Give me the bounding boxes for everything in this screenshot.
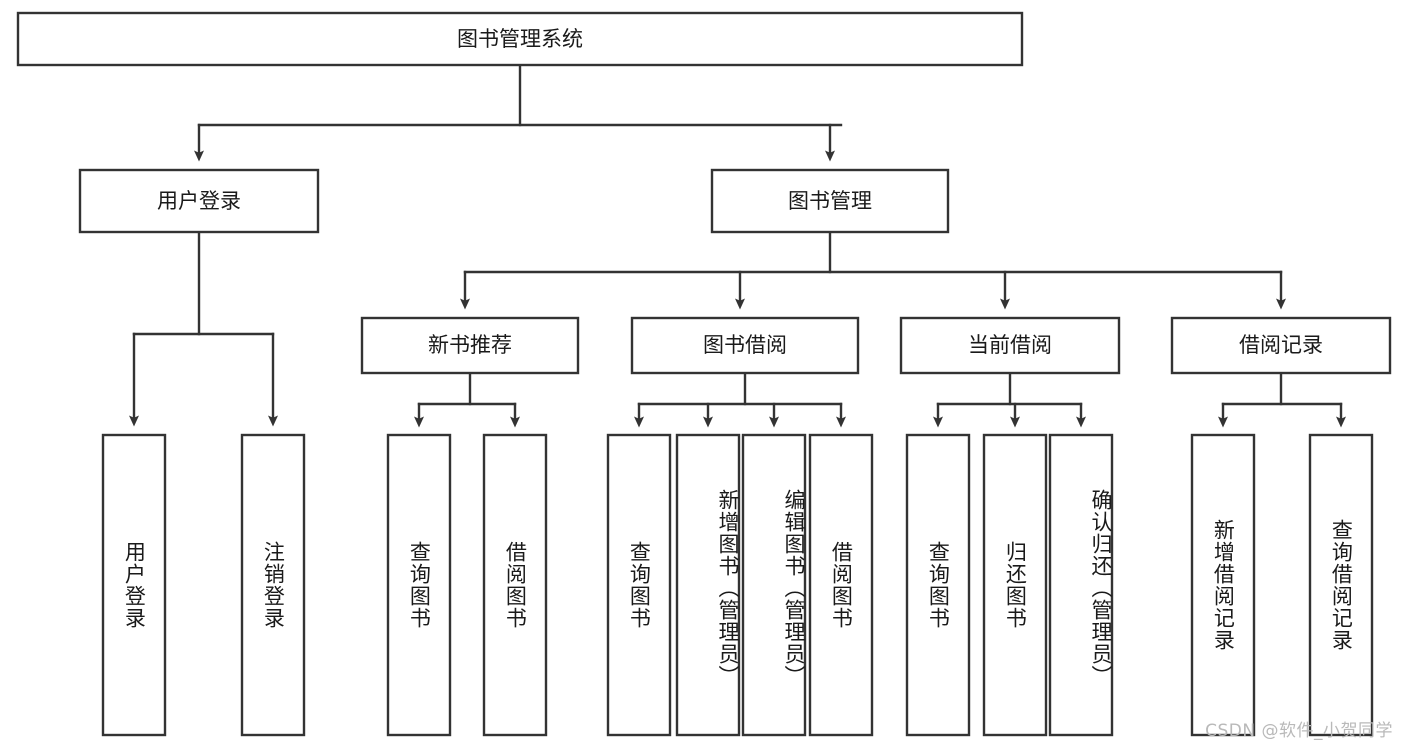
leaf-logout-login-box[interactable] — [240, 433, 306, 737]
leaf-query-book-1-box[interactable] — [386, 433, 452, 737]
leaf-boxes — [101, 433, 1374, 737]
node-book-borrow-label: 图书借阅 — [703, 333, 787, 357]
node-root-label: 图书管理系统 — [457, 27, 583, 51]
leaf-query-borrow-record-box[interactable] — [1308, 433, 1374, 737]
node-book-borrow-box[interactable] — [630, 316, 860, 375]
connector-group-borrow-record — [1218, 371, 1346, 428]
leaf-confirm-return-admin-box[interactable] — [1048, 433, 1114, 737]
connector-group-current-borrow — [933, 371, 1086, 428]
leaf-borrow-book-2-box[interactable] — [808, 433, 874, 737]
node-new-book-recommend[interactable]: 新书推荐 — [360, 316, 580, 375]
node-book-borrow[interactable]: 图书借阅 — [630, 316, 860, 375]
node-new-book-recommend-box[interactable] — [360, 316, 580, 375]
connector-group-new-book-recommend — [414, 371, 520, 428]
node-borrow-record-box[interactable] — [1170, 316, 1392, 375]
leaf-user-login-box[interactable] — [101, 433, 167, 737]
leaf-query-book-2-box[interactable] — [606, 433, 672, 737]
leaf-query-book-3-box[interactable] — [905, 433, 971, 737]
node-borrow-record-label: 借阅记录 — [1239, 333, 1323, 357]
node-book-management-label: 图书管理 — [788, 189, 872, 213]
leaf-return-book-box[interactable] — [982, 433, 1048, 737]
node-user-login-label: 用户登录 — [157, 189, 241, 213]
connector-group-user-login — [129, 230, 278, 427]
node-new-book-recommend-label: 新书推荐 — [428, 333, 512, 357]
node-current-borrow-label: 当前借阅 — [968, 333, 1052, 357]
node-current-borrow[interactable]: 当前借阅 — [899, 316, 1121, 375]
connector-group-book-borrow — [634, 371, 846, 428]
csdn-watermark: CSDN @软件_小贺同学 — [1205, 721, 1393, 741]
leaf-add-book-admin-box[interactable] — [675, 433, 741, 737]
node-root[interactable]: 图书管理系统 — [16, 11, 1024, 67]
node-book-management-box[interactable] — [710, 168, 950, 234]
node-book-management[interactable]: 图书管理 — [710, 168, 950, 234]
leaf-add-borrow-record-box[interactable] — [1190, 433, 1256, 737]
node-root-box[interactable] — [16, 11, 1024, 67]
node-user-login[interactable]: 用户登录 — [78, 168, 320, 234]
connector-group-book-management — [460, 230, 1286, 310]
node-borrow-record[interactable]: 借阅记录 — [1170, 316, 1392, 375]
connector-group-root — [194, 63, 843, 162]
node-user-login-box[interactable] — [78, 168, 320, 234]
leaf-edit-book-admin-box[interactable] — [741, 433, 807, 737]
node-current-borrow-box[interactable] — [899, 316, 1121, 375]
leaf-borrow-book-1-box[interactable] — [482, 433, 548, 737]
